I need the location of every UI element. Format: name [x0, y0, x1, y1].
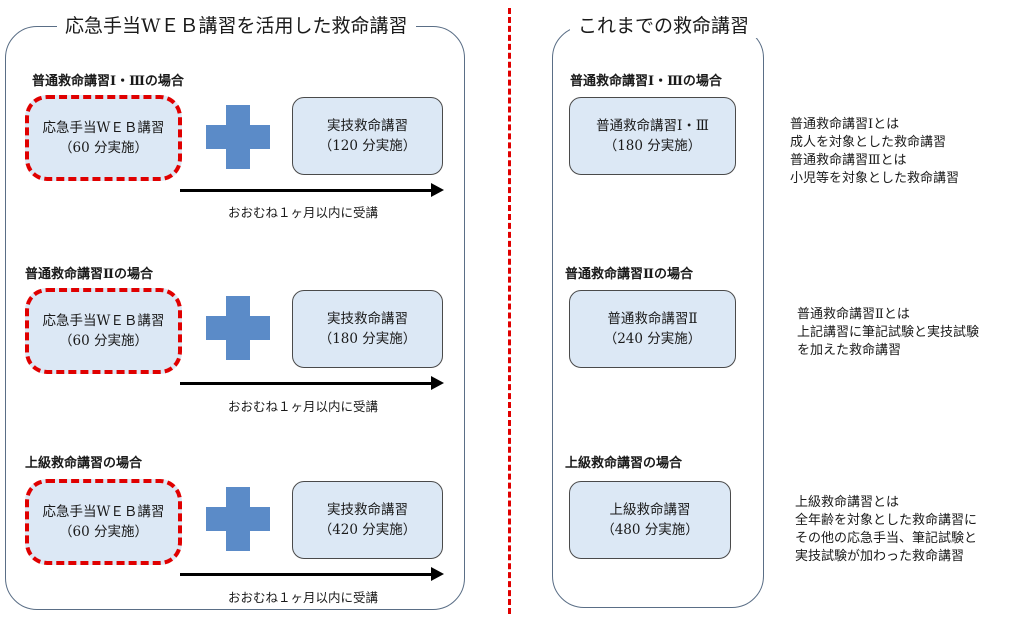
conventional-course-duration: （240 分実施） — [603, 331, 702, 347]
timeline-caption: おおむね１ヶ月以内に受講 — [228, 205, 379, 220]
practical-course-title: 実技救命講習 — [327, 311, 408, 327]
note-line: 成人を対象とした救命講習 — [790, 135, 947, 150]
plus-icon — [206, 296, 270, 360]
conventional-course-duration: （180 分実施） — [603, 138, 702, 154]
web-course-duration: （60 分実施） — [59, 333, 148, 349]
arrow-icon — [180, 376, 444, 390]
practical-course-box: 実技救命講習 （180 分実施） — [292, 290, 443, 368]
note-line: を加えた救命講習 — [797, 343, 902, 358]
practical-course-duration: （180 分実施） — [318, 331, 417, 347]
conventional-course-duration: （480 分実施） — [601, 522, 699, 538]
right-section-label: 普通救命講習Ⅱの場合 — [565, 267, 693, 282]
conventional-course-title: 上級救命講習 — [609, 502, 691, 518]
practical-course-title: 実技救命講習 — [327, 118, 408, 134]
practical-course-title: 実技救命講習 — [327, 502, 408, 518]
conventional-course-box: 普通救命講習Ⅰ・Ⅲ （180 分実施） — [569, 97, 736, 175]
left-section-label: 普通救命講習Ⅰ・Ⅲの場合 — [32, 74, 184, 89]
left-section-label: 上級救命講習の場合 — [25, 456, 143, 471]
right-section-label: 普通救命講習Ⅰ・Ⅲの場合 — [570, 74, 722, 89]
note-line: その他の応急手当、筆記試験と — [795, 531, 978, 546]
practical-course-duration: （420 分実施） — [318, 522, 417, 538]
note-line: 普通救命講習Ⅱとは — [797, 307, 910, 322]
plus-icon — [206, 487, 270, 551]
practical-course-box: 実技救命講習 （420 分実施） — [292, 481, 443, 559]
web-course-duration: （60 分実施） — [59, 140, 148, 156]
note-block: 普通救命講習Ⅰとは 成人を対象とした救命講習 普通救命講習Ⅲとは 小児等を対象と… — [790, 116, 959, 188]
note-line: 普通救命講習Ⅰとは — [790, 117, 900, 132]
note-line: 実技試験が加わった救命講習 — [795, 549, 965, 564]
right-panel-title: これまでの救命講習 — [570, 14, 758, 38]
plus-icon — [206, 105, 270, 169]
arrow-icon — [180, 567, 444, 581]
web-course-title: 応急手当WＥＢ講習 — [42, 504, 165, 520]
arrow-icon — [180, 183, 444, 197]
left-panel-title: 応急手当WＥＢ講習を活用した救命講習 — [57, 14, 416, 38]
conventional-course-box: 上級救命講習 （480 分実施） — [569, 481, 731, 559]
practical-course-duration: （120 分実施） — [318, 138, 417, 154]
timeline-caption: おおむね１ヶ月以内に受講 — [228, 399, 379, 414]
conventional-course-title: 普通救命講習Ⅱ — [607, 311, 698, 327]
note-line: 小児等を対象とした救命講習 — [790, 171, 960, 186]
timeline-caption: おおむね１ヶ月以内に受講 — [228, 590, 379, 605]
conventional-course-title: 普通救命講習Ⅰ・Ⅲ — [596, 118, 709, 134]
web-course-box: 応急手当WＥＢ講習 （60 分実施） — [25, 95, 182, 181]
web-course-box: 応急手当WＥＢ講習 （60 分実施） — [25, 288, 182, 374]
divider-line — [508, 8, 511, 614]
note-line: 上記講習に筆記試験と実技試験 — [797, 325, 980, 340]
web-course-title: 応急手当WＥＢ講習 — [42, 313, 165, 329]
right-section-label: 上級救命講習の場合 — [565, 456, 683, 471]
conventional-course-box: 普通救命講習Ⅱ （240 分実施） — [569, 290, 736, 368]
note-line: 上級救命講習とは — [795, 495, 900, 510]
web-course-box: 応急手当WＥＢ講習 （60 分実施） — [25, 479, 182, 565]
web-course-duration: （60 分実施） — [59, 524, 148, 540]
note-block: 上級救命講習とは 全年齢を対象とした救命講習に その他の応急手当、筆記試験と 実… — [795, 494, 977, 566]
note-block: 普通救命講習Ⅱとは 上記講習に筆記試験と実技試験 を加えた救命講習 — [797, 306, 979, 360]
note-line: 全年齢を対象とした救命講習に — [795, 513, 978, 528]
practical-course-box: 実技救命講習 （120 分実施） — [292, 97, 443, 175]
web-course-title: 応急手当WＥＢ講習 — [42, 120, 165, 136]
left-section-label: 普通救命講習Ⅱの場合 — [25, 267, 153, 282]
note-line: 普通救命講習Ⅲとは — [790, 153, 907, 168]
